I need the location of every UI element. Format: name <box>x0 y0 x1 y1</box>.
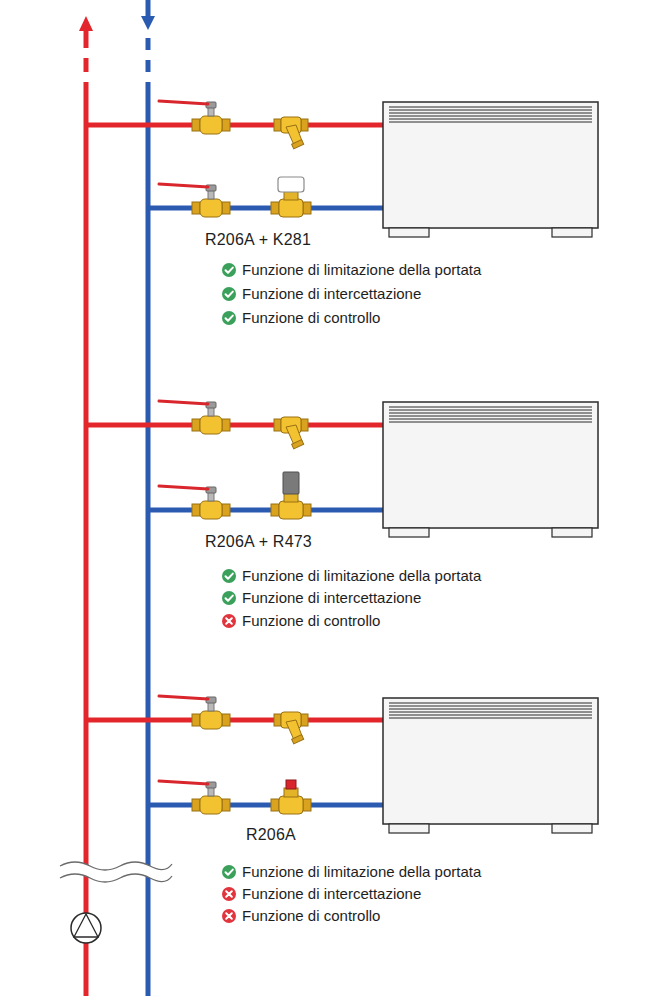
check-icon <box>222 591 236 605</box>
feature-item: Funzione di controllo <box>242 308 380 328</box>
feature-item: Funzione di controllo <box>242 611 380 631</box>
thermostatic-head <box>278 177 304 192</box>
check-icon <box>222 569 236 583</box>
feature-item: Funzione di intercettazione <box>242 284 421 304</box>
cross-icon <box>222 909 236 923</box>
check-icon <box>222 311 236 325</box>
feature-item: Funzione di intercettazione <box>242 588 421 608</box>
y-strainer <box>274 417 308 449</box>
limiter-cap <box>286 780 296 789</box>
cross-icon <box>222 887 236 901</box>
feature-item: Funzione di limitazione della portata <box>242 566 481 586</box>
check-icon <box>222 865 236 879</box>
ball-valve <box>159 101 230 134</box>
circulation-pump <box>71 913 101 943</box>
product-code: R206A <box>246 825 296 845</box>
fan-coil-unit <box>383 698 598 833</box>
y-strainer <box>274 712 308 744</box>
control-valve <box>271 191 311 217</box>
check-icon <box>222 263 236 277</box>
cross-icon <box>222 614 236 628</box>
ball-valve <box>159 486 230 519</box>
y-strainer <box>274 117 308 149</box>
control-valve <box>271 493 311 519</box>
feature-item: Funzione di limitazione della portata <box>242 862 481 882</box>
ball-valve <box>159 184 230 217</box>
feature-item: Funzione di intercettazione <box>242 884 421 904</box>
supply-branch <box>86 125 383 720</box>
feature-item: Funzione di controllo <box>242 906 380 926</box>
actuator <box>283 472 299 494</box>
product-code: R206A + R473 <box>205 532 312 552</box>
feature-item: Funzione di limitazione della portata <box>242 260 481 280</box>
check-icon <box>222 287 236 301</box>
return-riser <box>141 0 155 996</box>
fan-coil-unit <box>383 102 598 237</box>
pipe-break <box>60 862 172 882</box>
ball-valve <box>159 401 230 434</box>
ball-valve <box>159 696 230 729</box>
control-valve <box>271 788 311 814</box>
supply-riser <box>79 16 93 996</box>
ball-valve <box>159 781 230 814</box>
fan-coil-unit <box>383 402 598 537</box>
product-code: R206A + K281 <box>205 230 311 250</box>
